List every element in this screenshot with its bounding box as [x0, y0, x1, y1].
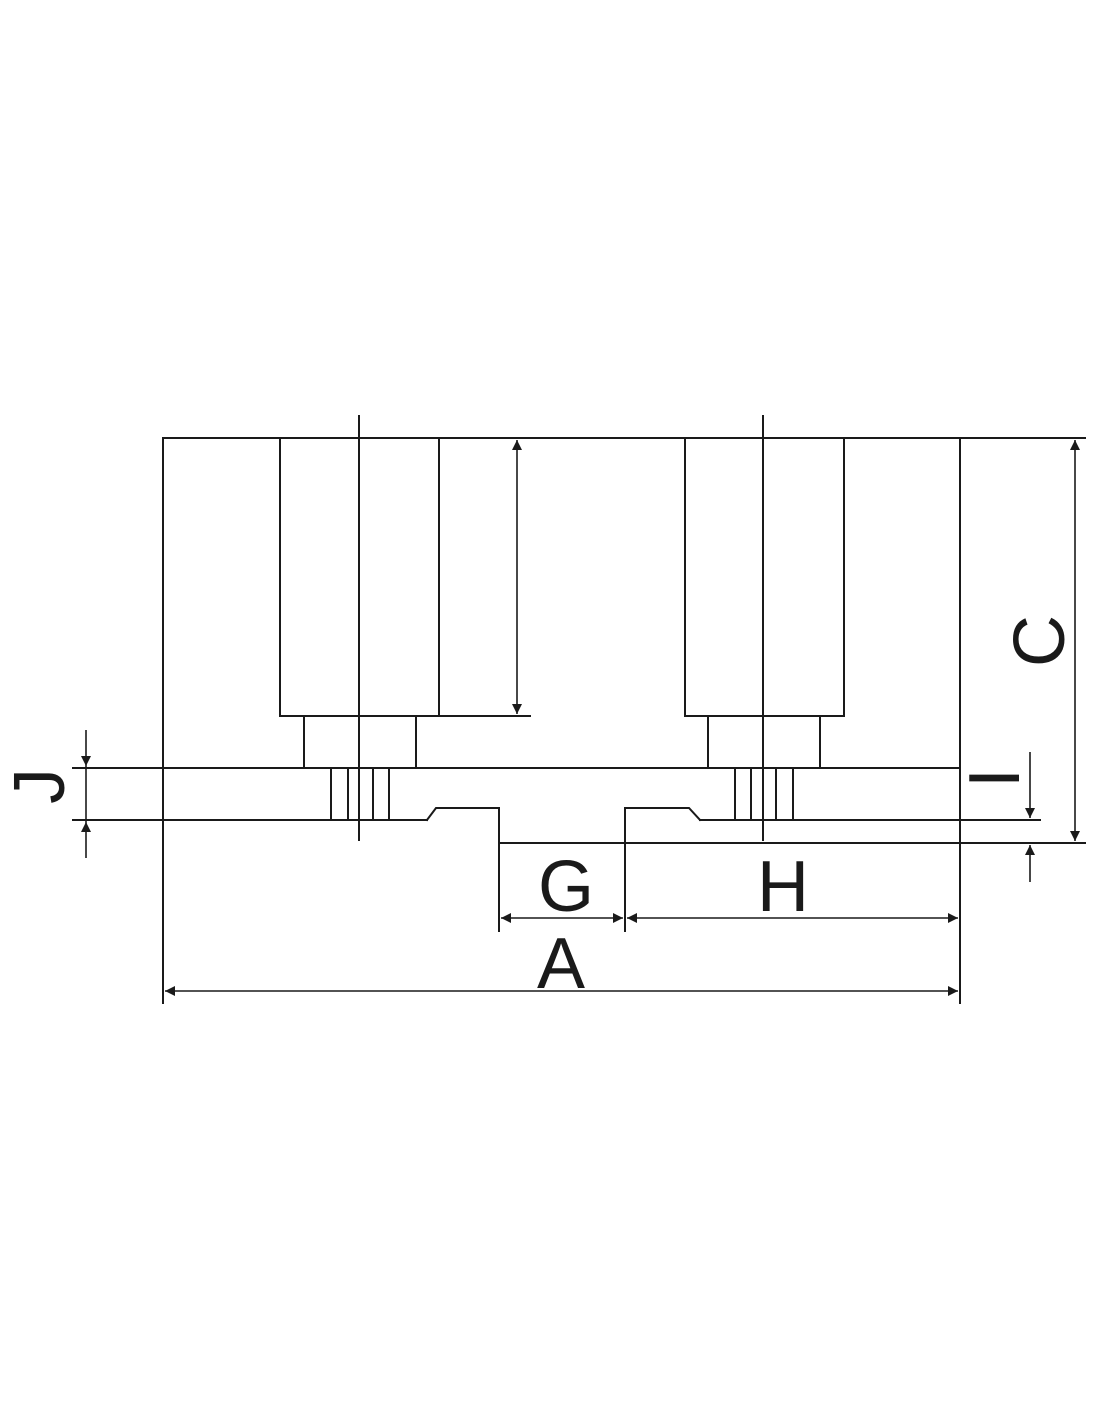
dimension-i-label: I — [955, 768, 1035, 788]
dimension-h-label: H — [757, 847, 809, 927]
dimension-c-label: C — [1000, 615, 1080, 667]
dimension-a-label: A — [537, 924, 585, 1004]
right-counterbore — [684, 437, 845, 717]
tongue-left-profile — [425, 807, 500, 932]
dimension-j-label: J — [0, 768, 80, 804]
right-bolt-slot — [684, 415, 845, 841]
left-bolt-slot — [279, 415, 531, 841]
dimension-g-label: G — [538, 847, 594, 927]
jaw-outline — [72, 437, 1086, 1004]
tongue-right-profile — [624, 807, 702, 932]
